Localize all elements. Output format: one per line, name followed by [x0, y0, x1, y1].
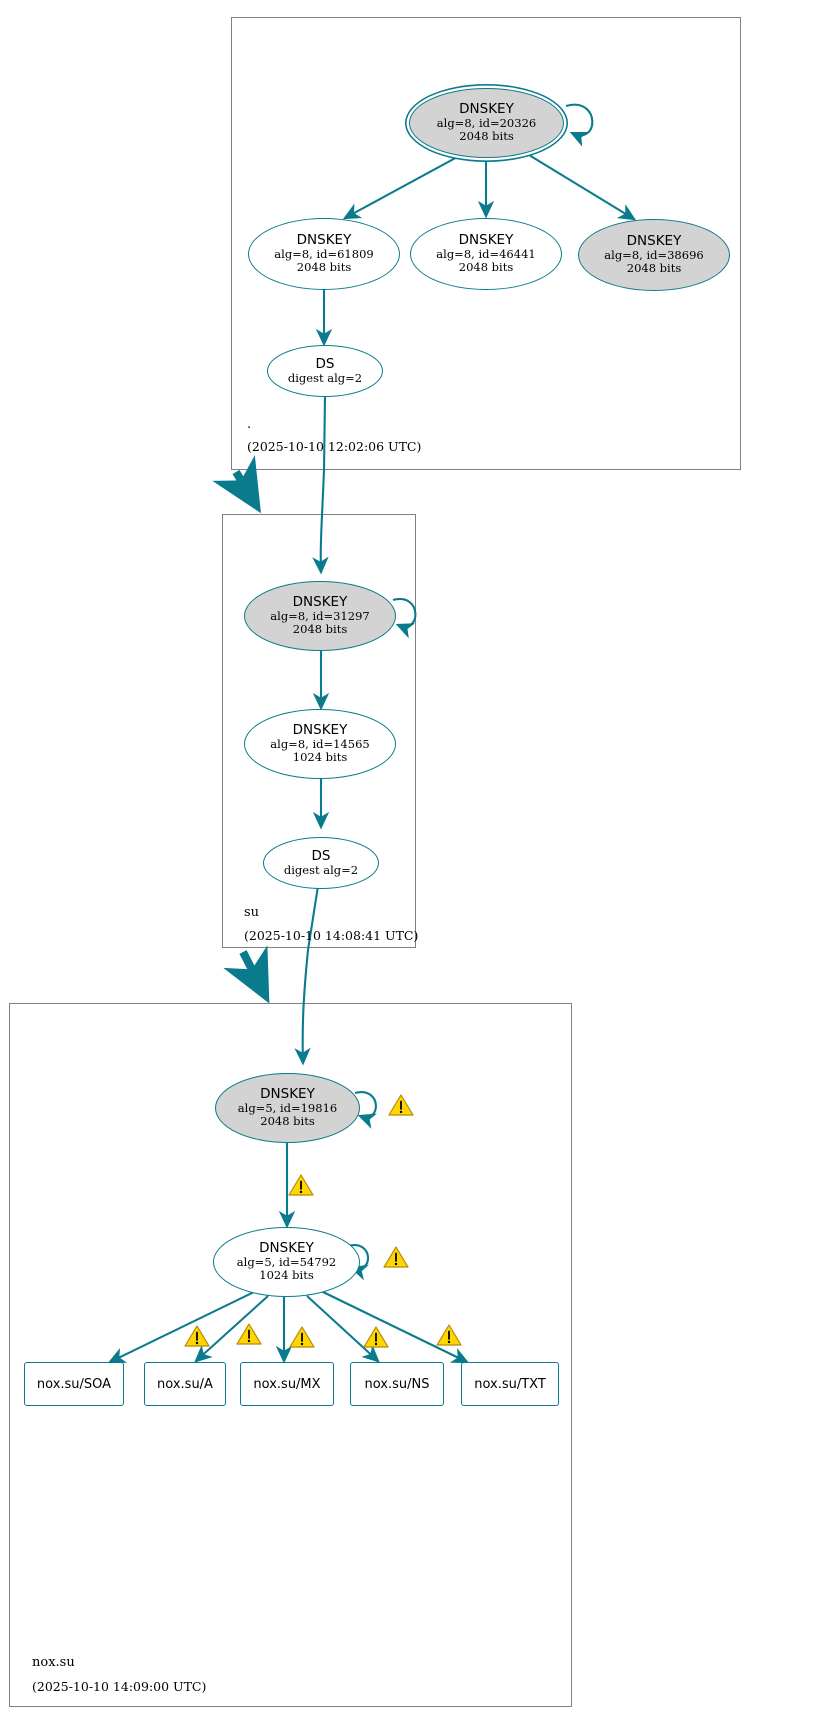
rrset-label: nox.su/A: [157, 1376, 213, 1392]
node-alg-id: alg=8, id=20326: [436, 115, 537, 130]
node-su-ksk[interactable]: DNSKEY alg=8, id=31297 2048 bits: [244, 581, 396, 651]
node-keysize: 2048 bits: [459, 129, 514, 144]
node-keysize: 2048 bits: [458, 260, 514, 275]
node-root-zsk-46441[interactable]: DNSKEY alg=8, id=46441 2048 bits: [410, 218, 562, 290]
node-keysize: 2048 bits: [260, 1114, 315, 1129]
node-root-zsk-38696[interactable]: DNSKEY alg=8, id=38696 2048 bits: [578, 219, 730, 291]
node-nox-ksk[interactable]: DNSKEY alg=5, id=19816 2048 bits: [215, 1073, 360, 1143]
zone-label-nox-su: nox.su: [32, 1655, 75, 1670]
node-root-zsk-61809[interactable]: DNSKEY alg=8, id=61809 2048 bits: [248, 218, 400, 290]
node-alg-id: alg=8, id=31297: [270, 608, 370, 623]
node-title: DNSKEY: [292, 594, 348, 611]
rrset-nox-su-soa[interactable]: nox.su/SOA: [24, 1362, 124, 1406]
warning-icon-nox-ksk-self[interactable]: [388, 1093, 414, 1117]
zone-timestamp-nox-su: (2025-10-10 14:09:00 UTC): [32, 1679, 207, 1694]
rrset-label: nox.su/SOA: [36, 1376, 112, 1392]
warning-icon-nox-zsk-self[interactable]: [383, 1245, 409, 1269]
node-title: DNSKEY: [458, 232, 514, 249]
warning-icon-nox-zsk-to-mx[interactable]: [289, 1325, 315, 1349]
zone-label-root: .: [247, 417, 252, 432]
node-keysize: 2048 bits: [626, 261, 682, 276]
edge-delegation-su-to-nox: [223, 945, 270, 1004]
rrset-label: nox.su/NS: [364, 1376, 430, 1392]
rrset-nox-su-txt[interactable]: nox.su/TXT: [461, 1362, 559, 1406]
warning-icon-nox-zsk-to-a[interactable]: [236, 1322, 262, 1346]
warning-icon-nox-zsk-to-soa[interactable]: [184, 1324, 210, 1348]
zone-timestamp-root: (2025-10-10 12:02:06 UTC): [247, 439, 422, 454]
rrset-nox-su-mx[interactable]: nox.su/MX: [240, 1362, 334, 1406]
warning-icon-nox-ksk-to-zsk[interactable]: [288, 1173, 314, 1197]
node-su-ds[interactable]: DS digest alg=2: [263, 837, 379, 889]
node-nox-zsk[interactable]: DNSKEY alg=5, id=54792 1024 bits: [213, 1227, 360, 1297]
node-title: DNSKEY: [626, 233, 682, 250]
node-alg-id: alg=5, id=54792: [236, 1254, 337, 1269]
node-keysize: 2048 bits: [292, 622, 348, 637]
zone-label-su: su: [244, 905, 260, 920]
rrset-nox-su-a[interactable]: nox.su/A: [144, 1362, 226, 1406]
zone-box-nox-su: [9, 1003, 572, 1707]
node-keysize: 1024 bits: [259, 1268, 314, 1283]
node-title: DNSKEY: [292, 722, 348, 739]
node-title: DNSKEY: [459, 101, 514, 118]
warning-icon-nox-zsk-to-txt[interactable]: [436, 1323, 462, 1347]
rrset-label: nox.su/TXT: [474, 1376, 546, 1392]
node-alg-id: alg=8, id=46441: [436, 246, 536, 261]
node-alg-id: alg=5, id=19816: [237, 1100, 338, 1115]
rrset-label: nox.su/MX: [253, 1376, 321, 1392]
node-root-ksk[interactable]: DNSKEY alg=8, id=20326 2048 bits: [409, 88, 564, 158]
warning-icon-nox-zsk-to-ns[interactable]: [363, 1325, 389, 1349]
node-alg-id: alg=8, id=61809: [274, 246, 374, 261]
node-title: DNSKEY: [259, 1240, 314, 1257]
node-root-ds[interactable]: DS digest alg=2: [267, 345, 383, 397]
node-su-zsk[interactable]: DNSKEY alg=8, id=14565 1024 bits: [244, 709, 396, 779]
node-keysize: 2048 bits: [296, 260, 352, 275]
zone-timestamp-su: (2025-10-10 14:08:41 UTC): [244, 928, 419, 943]
edge-delegation-root-to-su: [212, 455, 261, 514]
node-title: DS: [315, 355, 335, 372]
node-alg-id: alg=8, id=14565: [270, 736, 370, 751]
node-digest-alg: digest alg=2: [283, 862, 359, 877]
zone-box-root: [231, 17, 741, 470]
node-alg-id: alg=8, id=38696: [604, 247, 704, 262]
node-digest-alg: digest alg=2: [287, 370, 363, 385]
node-title: DNSKEY: [260, 1086, 315, 1103]
rrset-nox-su-ns[interactable]: nox.su/NS: [350, 1362, 444, 1406]
node-title: DNSKEY: [296, 232, 352, 249]
node-keysize: 1024 bits: [292, 750, 348, 765]
node-title: DS: [311, 847, 331, 864]
